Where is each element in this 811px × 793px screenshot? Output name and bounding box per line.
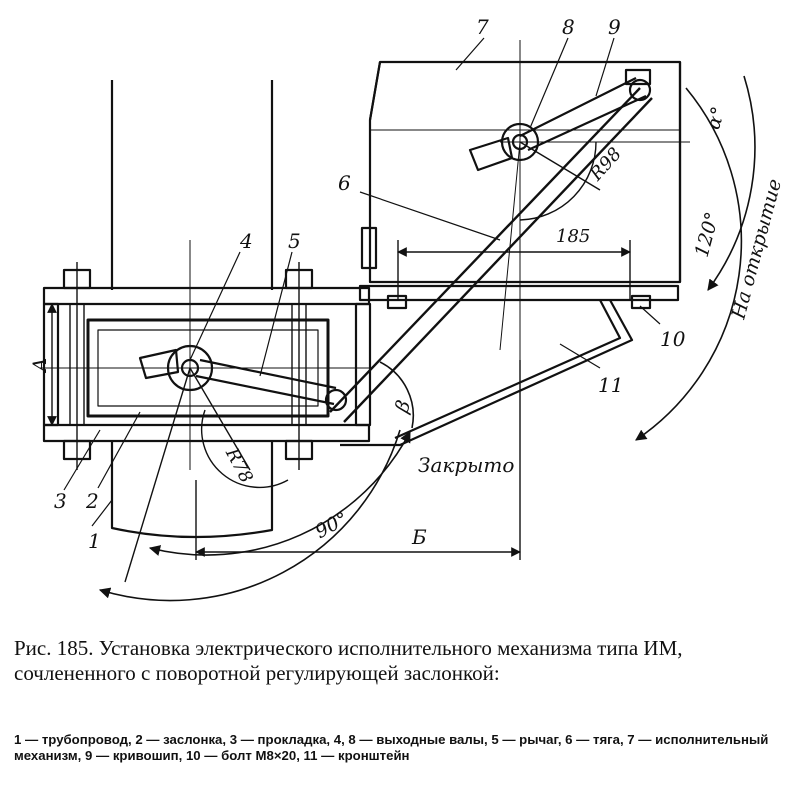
part-label-9: 9 [608,15,621,39]
dimension-label-a: А [29,358,51,374]
dimension-label-185: 185 [556,226,590,247]
angle-label-120: 120° [691,210,724,260]
part-labels: 1 2 3 4 5 6 7 8 9 10 11 [54,15,686,553]
part-label-5: 5 [288,229,301,253]
angle-label-alpha: α° [702,104,730,132]
leader-lines [63,37,661,527]
mechanism-drawing: 1 2 3 4 5 6 7 8 9 10 11 R98 R78 185 α° 1… [29,15,786,602]
flanges [42,262,372,470]
rod [329,87,653,423]
annotation-open: На открытие [727,177,786,323]
part-label-2: 2 [85,489,99,513]
part-label-11: 11 [598,373,623,397]
figure-caption-title: Рис. 185. Установка электрического испол… [14,636,683,685]
part-label-7: 7 [476,15,489,39]
part-label-4: 4 [239,229,253,253]
actuator-body [360,60,682,284]
bracket [340,284,680,447]
figure-caption-legend: 1 — трубопровод, 2 — заслонка, 3 — прокл… [14,732,769,763]
radius-label-r78: R78 [221,444,257,487]
radius-label-r98: R98 [585,144,626,186]
part-label-8: 8 [562,15,575,39]
annotation-closed: Закрыто [418,453,514,477]
part-label-10: 10 [660,327,686,351]
part-label-1: 1 [88,529,101,553]
dimension-label-b: Б [411,525,427,549]
angle-arcs [98,75,756,602]
crank [468,68,652,172]
lever [138,348,348,412]
part-label-6: 6 [338,171,351,195]
angle-label-90: 90° [312,508,352,543]
part-label-3: 3 [54,489,67,513]
dimension-lines [47,240,631,560]
